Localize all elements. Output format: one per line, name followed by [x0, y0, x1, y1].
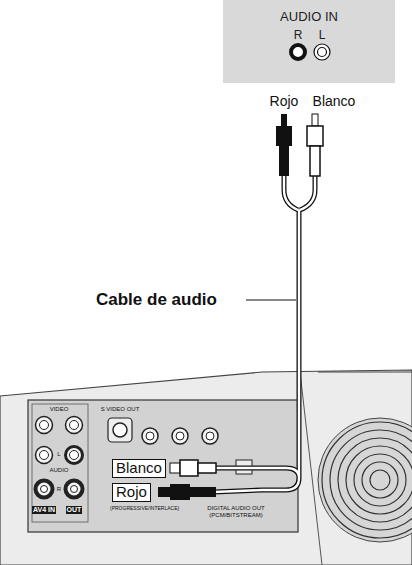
- channel-label: L: [319, 29, 326, 41]
- audio-input-panel: AUDIO IN R L: [223, 0, 395, 83]
- rca-plugs-bottom: [158, 460, 216, 500]
- panel-title: AUDIO IN: [280, 10, 338, 23]
- panel-text: (PROGRESSIVE/INTERLACE): [110, 506, 179, 512]
- s-video-jack: [108, 418, 132, 442]
- panel-text: S VIDEO OUT: [101, 406, 140, 413]
- panel-text: AUDIO: [49, 467, 68, 474]
- panel-text: VIDEO: [50, 406, 69, 413]
- wire-color: Rojo: [270, 94, 299, 109]
- panel-text: OUT: [66, 506, 83, 514]
- plug-color: Rojo: [112, 483, 151, 502]
- rca-plugs-top: [276, 114, 323, 176]
- channel-label: R: [294, 29, 303, 41]
- grille-fins: [322, 422, 412, 538]
- plug-color: Blanco: [112, 459, 166, 478]
- panel-text: AV4 IN: [32, 506, 56, 514]
- wire-color: Blanco: [313, 94, 356, 109]
- rear-panel: [28, 400, 298, 532]
- cable-label: Cable de audio: [96, 291, 217, 310]
- panel-text: L: [57, 451, 60, 458]
- leader-line: [246, 299, 296, 300]
- av-jacks: [36, 417, 83, 498]
- audio-cable: [214, 176, 315, 492]
- panel-text: DIGITAL AUDIO OUT (PCM/BITSTREAM): [194, 505, 278, 518]
- component-jacks: [142, 428, 218, 444]
- fan-grille: [318, 418, 412, 542]
- panel-text: R: [57, 486, 61, 493]
